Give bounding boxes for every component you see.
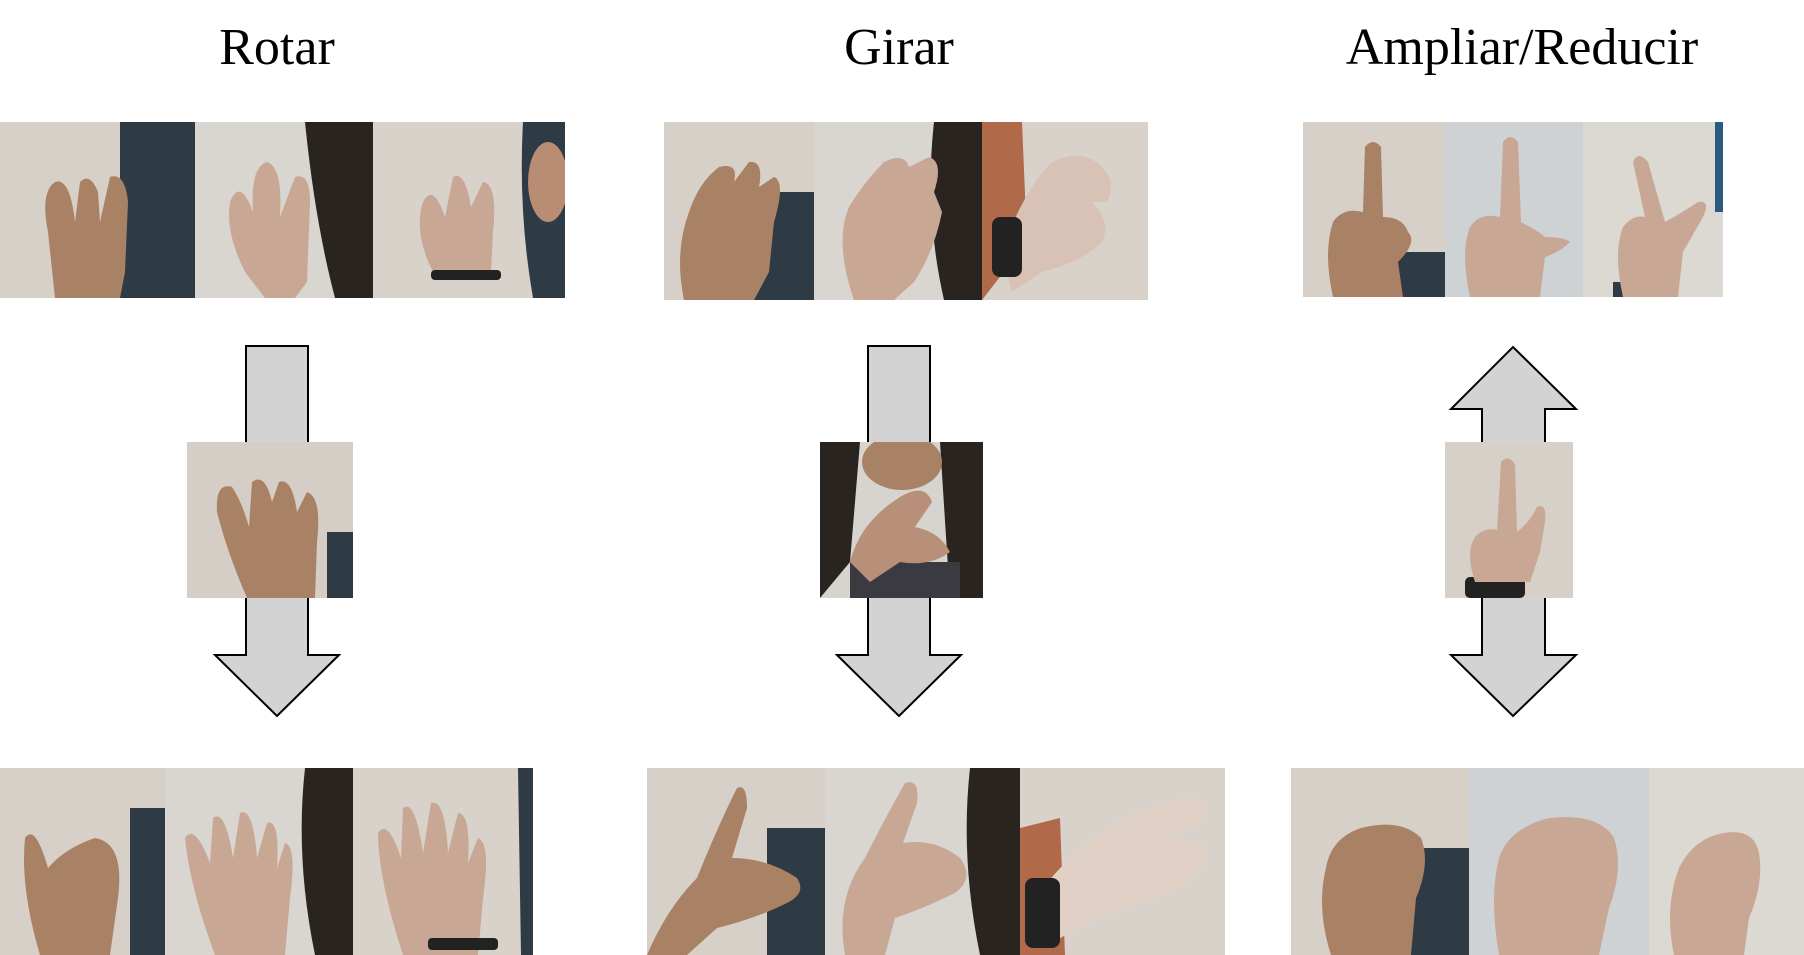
photo-girar-start-1	[664, 122, 814, 300]
photo-ampliar-end-3	[1649, 768, 1804, 955]
photo-ampliar-end-1	[1291, 768, 1469, 955]
photo-ampliar-start-1	[1303, 122, 1445, 297]
photo-girar-end-3	[1020, 768, 1225, 955]
photo-ampliar-middle	[1445, 442, 1573, 598]
photo-rotar-start-1	[0, 122, 195, 298]
photo-girar-middle	[820, 442, 983, 598]
photo-ampliar-end-2	[1469, 768, 1649, 955]
title-ampliar-reducir: Ampliar/Reducir	[1345, 19, 1699, 76]
photo-girar-start-3	[982, 122, 1148, 300]
photo-rotar-end-1	[0, 768, 165, 955]
photo-ampliar-start-2	[1445, 122, 1583, 297]
photo-girar-end-1	[647, 768, 825, 955]
title-girar: Girar	[844, 19, 954, 76]
title-rotar: Rotar	[219, 19, 335, 76]
photo-rotar-start-2	[195, 122, 373, 298]
photo-ampliar-start-3	[1583, 122, 1723, 297]
photo-girar-start-2	[814, 122, 982, 300]
photo-rotar-middle	[187, 442, 353, 598]
photo-girar-end-2	[825, 768, 1020, 955]
photo-rotar-end-3	[353, 768, 533, 955]
photo-rotar-start-3	[373, 122, 565, 298]
photo-rotar-end-2	[165, 768, 353, 955]
